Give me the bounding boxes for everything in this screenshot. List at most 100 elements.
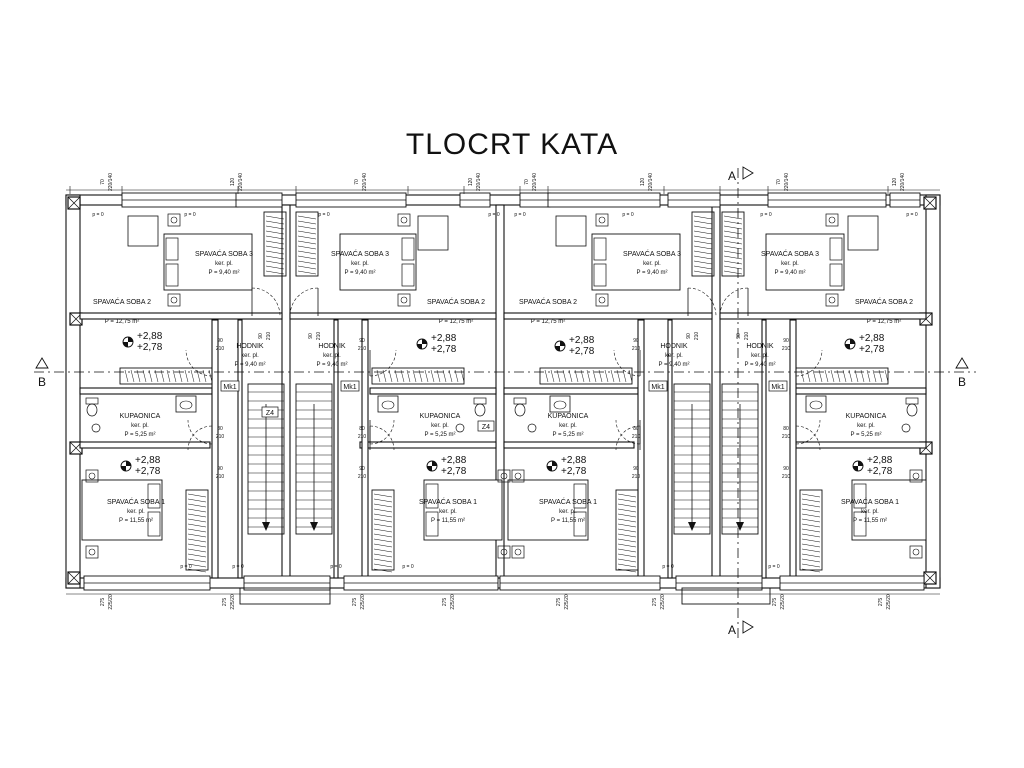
- lamp: [598, 216, 606, 224]
- stair-arrow-head: [688, 522, 696, 531]
- door-tag: Mk1: [340, 380, 360, 392]
- room-name: SPAVAĆA SOBA 2: [855, 297, 913, 306]
- section-letter: B: [38, 375, 46, 389]
- door-width: 90: [217, 466, 223, 472]
- wardrobe-hanger: [297, 270, 317, 275]
- wardrobe-hanger: [373, 498, 393, 503]
- wardrobe-hanger: [801, 518, 821, 523]
- wardrobe-hanger: [265, 265, 285, 270]
- room-area: P = 12,75 m²: [105, 319, 139, 325]
- wardrobe-hanger: [187, 528, 207, 533]
- stair-wall: [333, 319, 339, 579]
- nightstand-box: [497, 469, 511, 483]
- section-arrow: [955, 357, 969, 369]
- wardrobe-hanger: [801, 568, 821, 573]
- wardrobe-hanger: [297, 220, 317, 225]
- room-area: P = 9,40 m²: [208, 270, 239, 276]
- toilet-tank: [473, 397, 487, 405]
- pillow: [829, 237, 843, 261]
- nightstand: [511, 469, 525, 483]
- wardrobe-hanger: [801, 553, 821, 558]
- door: [719, 287, 749, 317]
- room-area: P = 11,55 m²: [431, 518, 465, 524]
- wardrobe-hanger: [297, 245, 317, 250]
- wardrobe-hanger: [166, 369, 171, 383]
- lamp: [598, 296, 606, 304]
- wardrobe-hanger: [801, 498, 821, 503]
- door: [187, 425, 213, 451]
- window-width: 70: [776, 179, 782, 185]
- door-swing: [187, 419, 213, 445]
- nightstand: [167, 213, 181, 227]
- door-swing: [369, 419, 395, 445]
- bed-frame: [765, 233, 845, 291]
- level-lower: +2,78: [431, 344, 457, 355]
- section-arrow: [742, 620, 754, 634]
- wardrobe-hanger: [693, 235, 713, 240]
- level-quadrant: [547, 466, 552, 471]
- door: [251, 287, 281, 317]
- drawing-title: TLOCRT KATA: [405, 128, 619, 161]
- door-width: 90: [308, 333, 314, 339]
- window-width: 70: [354, 179, 360, 185]
- room-name: SPAVAĆA SOBA 1: [419, 497, 477, 506]
- bed-frame: [423, 479, 503, 541]
- lamp: [514, 548, 522, 556]
- lamp: [400, 296, 408, 304]
- partition-wall: [369, 387, 497, 395]
- toilet: [473, 397, 487, 417]
- bathroom-fixtures: [549, 395, 571, 413]
- level-upper: +2,88: [867, 455, 893, 466]
- wardrobe-hanger: [373, 493, 393, 498]
- level-marker: +2,88+2,78: [416, 333, 457, 355]
- room-area: P = 9,40 m²: [636, 270, 667, 276]
- column-hatch: [67, 571, 81, 585]
- wardrobe: [691, 211, 715, 277]
- wardrobe-hanger: [297, 215, 317, 220]
- level-marker: +2,88+2,78: [844, 333, 885, 355]
- wardrobe-hanger: [801, 563, 821, 568]
- nightstand-box: [85, 469, 99, 483]
- wardrobe-hanger: [373, 543, 393, 548]
- door-height: 210: [216, 434, 225, 440]
- toilet-tank: [905, 397, 919, 405]
- door: [687, 287, 717, 317]
- nightstand-box: [595, 213, 609, 227]
- pillow: [829, 263, 843, 287]
- room-name: SPAVAĆA SOBA 1: [841, 497, 899, 506]
- wardrobe-hanger: [187, 508, 207, 513]
- door: [289, 287, 319, 317]
- section-marker: B: [35, 357, 49, 389]
- wardrobe-hanger: [187, 493, 207, 498]
- room-area: P = 9,40 m²: [316, 362, 347, 368]
- door-height: 210: [358, 474, 367, 480]
- door-width: 90: [258, 333, 264, 339]
- door-width: 80: [217, 426, 223, 432]
- door-width: 90: [783, 466, 789, 472]
- wardrobe-hanger: [373, 523, 393, 528]
- nightstand-box: [85, 545, 99, 559]
- bed-frame: [163, 233, 253, 291]
- window-height: 220/140: [476, 173, 482, 191]
- window-width: 120: [468, 178, 474, 187]
- wardrobe-hanger: [592, 369, 597, 383]
- level-lower: +2,78: [441, 466, 467, 477]
- wardrobe-hanger: [806, 369, 811, 383]
- level-upper: +2,88: [431, 333, 457, 344]
- room-area: P = 11,55 m²: [853, 518, 887, 524]
- wardrobe-hanger: [187, 543, 207, 548]
- wardrobe-hanger: [830, 369, 835, 383]
- door-swing: [369, 349, 397, 377]
- room-floor: ker. pl.: [861, 509, 879, 515]
- door-height: 210: [632, 474, 641, 480]
- wardrobe-hanger: [617, 553, 637, 558]
- level-marker: +2,88+2,78: [554, 335, 595, 357]
- section-marker: B: [955, 357, 969, 389]
- lamp: [88, 472, 96, 480]
- room-name: SPAVAĆA SOBA 2: [93, 297, 151, 306]
- bed: [81, 479, 163, 541]
- room-floor: ker. pl.: [559, 423, 577, 429]
- wardrobe-hanger: [617, 493, 637, 498]
- door-width: 90: [359, 338, 365, 344]
